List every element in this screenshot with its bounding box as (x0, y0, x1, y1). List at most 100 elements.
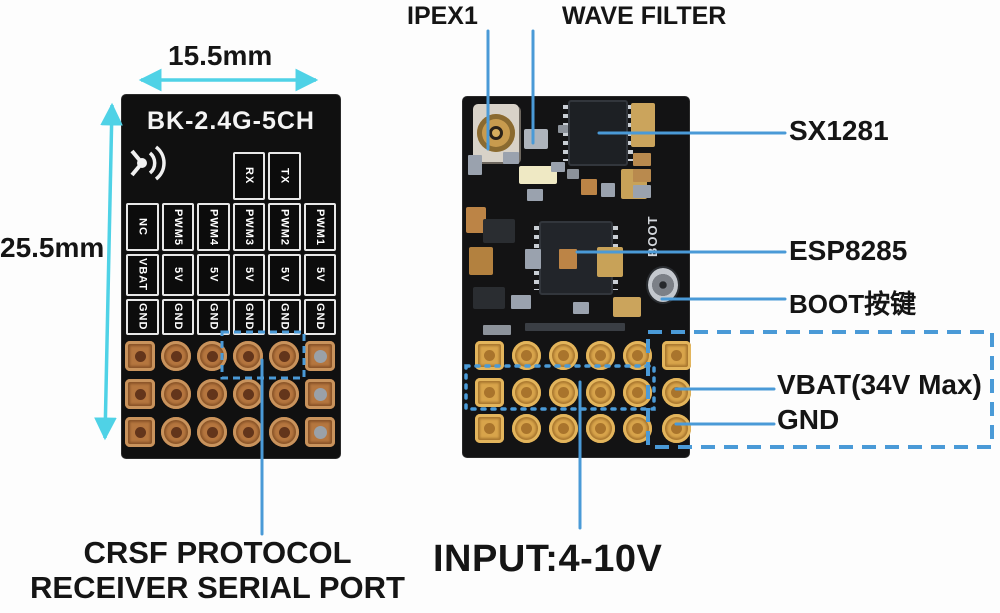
pin-column-4: RX PWM3 5V GND (232, 152, 265, 335)
pin-label: PWM5 (161, 203, 194, 251)
smd-component (469, 247, 493, 275)
solder-pad (161, 379, 191, 409)
antenna-logo-icon (130, 145, 166, 181)
pin-label: GND (232, 299, 265, 335)
solder-pad (125, 417, 155, 447)
smd-component (633, 185, 651, 198)
pin-label: GND (268, 299, 301, 335)
solder-pad (233, 379, 263, 409)
pin-label: GND (197, 299, 230, 335)
pin-label: 5V (268, 254, 301, 296)
smd-component (631, 103, 655, 147)
smd-component (581, 179, 597, 195)
boot-button-callout-label: BOOT按键 (789, 289, 917, 319)
solder-pad (585, 377, 615, 407)
solder-pad (269, 341, 299, 371)
solder-pad (197, 417, 227, 447)
pin-label: PWM1 (303, 203, 336, 251)
solder-pad (197, 379, 227, 409)
smd-component (483, 219, 515, 243)
crsf-serial-port-caption: CRSF PROTOCOL RECEIVER SERIAL PORT (20, 535, 415, 605)
solder-pad (269, 379, 299, 409)
smd-component (558, 125, 568, 133)
pin-column-3: PWM4 5V GND (197, 152, 230, 335)
solder-pad (233, 417, 263, 447)
smd-component (597, 247, 623, 277)
solder-pad (305, 341, 335, 371)
smd-component (559, 249, 577, 269)
solder-pad (548, 340, 578, 370)
smd-component (503, 152, 519, 164)
boot-silkscreen-label: BOOT (645, 215, 660, 257)
smd-component (613, 297, 641, 317)
smd-component (473, 287, 505, 309)
board-model-label: BK-2.4G-5CH (147, 107, 315, 135)
smd-component (483, 325, 511, 335)
solder-pad (548, 413, 578, 443)
smd-component (601, 183, 615, 197)
pin-label: GND (161, 299, 194, 335)
solder-pad (622, 340, 652, 370)
solder-pad (269, 417, 299, 447)
crsf-caption-line2: RECEIVER SERIAL PORT (30, 569, 405, 605)
pin-label: PWM3 (232, 203, 265, 251)
pin-label: 5V (197, 254, 230, 296)
smd-component (525, 323, 625, 331)
smd-component (511, 295, 531, 309)
pin-label: TX (268, 152, 301, 200)
pin-label: 5V (232, 254, 265, 296)
solder-pad (661, 340, 691, 370)
pin-label: NC (126, 203, 159, 251)
pin-label: PWM4 (197, 203, 230, 251)
smd-component (567, 169, 579, 179)
input-voltage-caption: INPUT:4-10V (433, 538, 663, 580)
smd-component (573, 302, 589, 314)
smd-component (525, 249, 541, 269)
pin-label: 5V (303, 254, 336, 296)
solder-pad (548, 377, 578, 407)
height-dimension-arrow (94, 102, 123, 441)
pin-label: 5V (161, 254, 194, 296)
solder-pad (305, 379, 335, 409)
crsf-caption-line1: CRSF PROTOCOL (83, 535, 352, 570)
solder-pad (125, 379, 155, 409)
sx1281-callout-label: SX1281 (789, 115, 889, 146)
solder-pad (474, 377, 504, 407)
solder-pad (305, 417, 335, 447)
wave-filter-callout-label: WAVE FILTER (562, 2, 727, 30)
pin-label: PWM2 (268, 203, 301, 251)
solder-pad (661, 377, 691, 407)
solder-pad (585, 413, 615, 443)
solder-pad (661, 413, 691, 443)
pin-label: GND (303, 299, 336, 335)
solder-pad (622, 413, 652, 443)
pin-label-table: NC VBAT GND PWM5 5V GND PWM4 5V GND RX P… (126, 152, 336, 335)
pin-column-1: NC VBAT GND (126, 152, 159, 335)
smd-component (551, 162, 565, 172)
solder-pad (474, 340, 504, 370)
solder-pad (511, 377, 541, 407)
solder-pad (233, 341, 263, 371)
solder-pad (474, 413, 504, 443)
vbat-callout-label: VBAT(34V Max) (777, 369, 982, 400)
solder-pad (622, 377, 652, 407)
receiver-board-back-view: BK-2.4G-5CH NC VBAT GND PWM5 5V GND PWM (122, 95, 340, 458)
smd-component (633, 169, 651, 182)
height-dimension-label: 25.5mm (0, 232, 105, 263)
boot-button (648, 268, 678, 302)
esp8285-callout-label: ESP8285 (789, 235, 908, 266)
width-dimension-label: 15.5mm (168, 40, 273, 71)
solder-pad (585, 340, 615, 370)
solder-pad (197, 341, 227, 371)
pin-column-5: TX PWM2 5V GND (268, 152, 301, 335)
smd-component (524, 129, 548, 149)
solder-pad (511, 340, 541, 370)
smd-component (527, 189, 543, 201)
pin-label: GND (126, 299, 159, 335)
pin-label: RX (232, 152, 265, 200)
solder-pad (125, 341, 155, 371)
ipex1-callout-label: IPEX1 (407, 2, 478, 30)
solder-pad (161, 341, 191, 371)
receiver-board-front-view: BOOT (463, 97, 691, 457)
